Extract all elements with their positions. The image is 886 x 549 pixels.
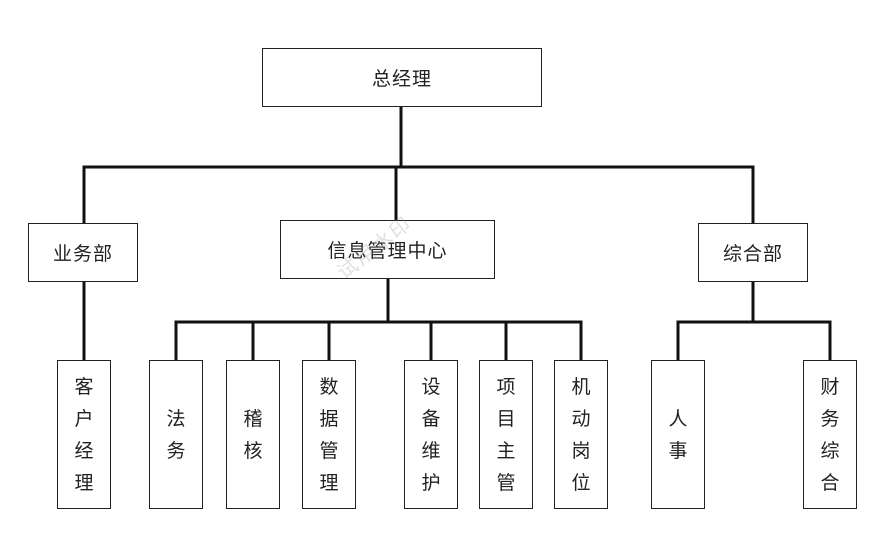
node-hr: 人事	[651, 360, 705, 509]
node-info-center-label: 信息管理中心	[327, 240, 448, 262]
node-general-dept: 综合部	[698, 223, 808, 282]
node-audit-label: 稽核	[243, 407, 263, 462]
node-finance-general: 财务综合	[803, 360, 857, 509]
node-hr-label: 人事	[668, 407, 688, 462]
node-project-supervisor: 项目主管	[479, 360, 533, 509]
node-ceo: 总经理	[262, 48, 542, 107]
node-equipment-maintenance-label: 设备维护	[421, 375, 441, 494]
node-mobile-post: 机动岗位	[554, 360, 608, 509]
node-mobile-post-label: 机动岗位	[571, 375, 591, 494]
node-legal: 法务	[149, 360, 203, 509]
node-ceo-label: 总经理	[371, 68, 432, 90]
node-general-dept-label: 综合部	[722, 243, 783, 265]
node-business-dept: 业务部	[28, 223, 138, 282]
node-info-center: 信息管理中心	[280, 220, 495, 279]
node-data-management-label: 数据管理	[319, 375, 339, 494]
node-project-supervisor-label: 项目主管	[496, 375, 516, 494]
node-customer-manager-label: 客户经理	[74, 375, 94, 494]
node-finance-general-label: 财务综合	[820, 375, 840, 494]
node-audit: 稽核	[226, 360, 280, 509]
node-equipment-maintenance: 设备维护	[404, 360, 458, 509]
node-customer-manager: 客户经理	[57, 360, 111, 509]
node-legal-label: 法务	[166, 407, 186, 462]
node-business-dept-label: 业务部	[52, 243, 113, 265]
node-data-management: 数据管理	[302, 360, 356, 509]
